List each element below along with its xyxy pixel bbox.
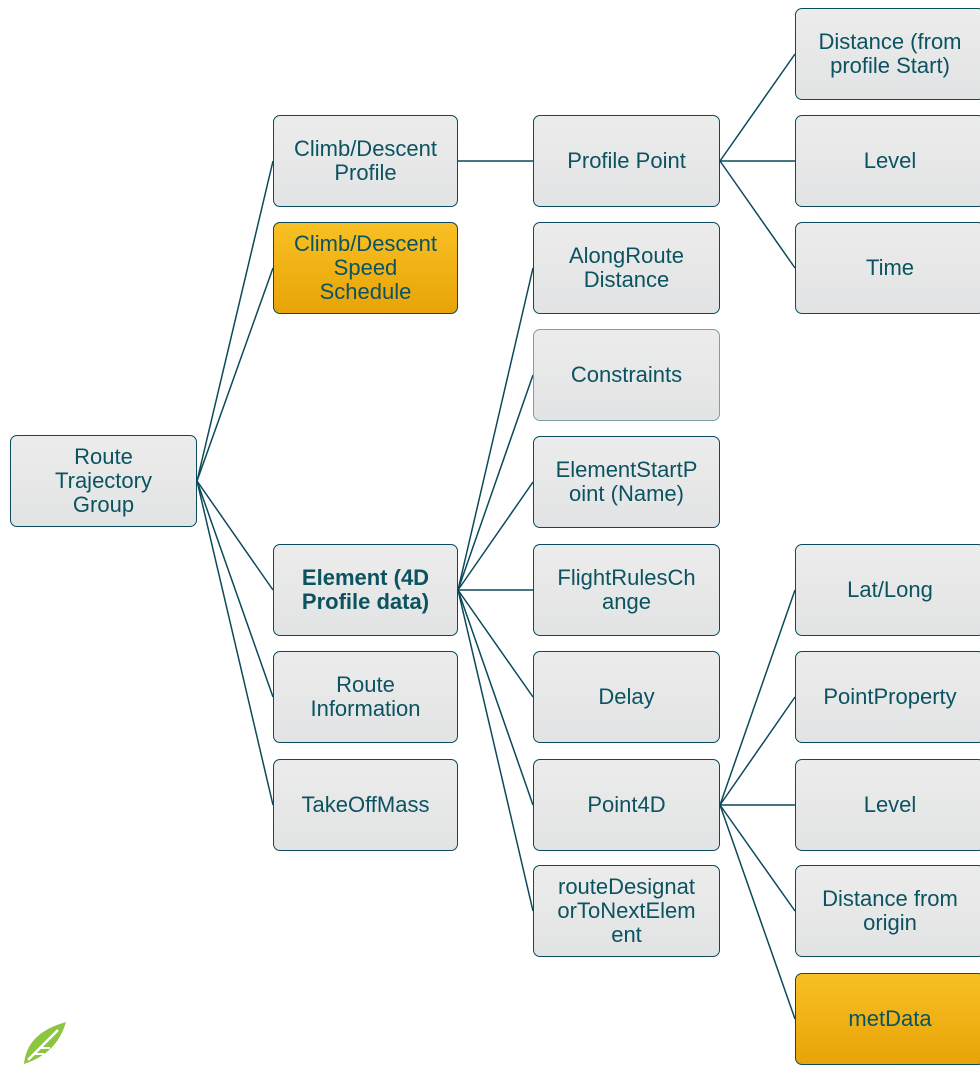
- node-label-lines: Time: [865, 255, 915, 280]
- node-climb-descent-profile: Climb/Descent ProfileClimb/DescentProfil…: [273, 115, 458, 207]
- connector-profile-point-to-distance-from-profile-start: [719, 53, 796, 162]
- connector-route-trajectory-group-to-climb-descent-profile: [196, 160, 274, 482]
- connector-route-trajectory-group-to-route-information: [196, 480, 274, 698]
- node-label-lines: metData: [848, 1006, 932, 1031]
- node-label-lines: PointProperty: [823, 684, 957, 709]
- node-lat-long: Lat/LongLat/Long: [795, 544, 980, 636]
- node-label-lines: Point4D: [587, 792, 666, 817]
- connector-element-4d-profile-data-to-point4d: [457, 589, 534, 806]
- node-point4d: Point4DPoint4D: [533, 759, 720, 851]
- connector-point4d-to-metdata: [719, 804, 796, 1020]
- connector-route-trajectory-group-to-climb-descent-speed-schedule: [196, 267, 274, 482]
- connector-element-4d-profile-data-to-routedesignatortonextelement: [457, 589, 534, 912]
- connector-point4d-to-lat-long: [719, 589, 796, 806]
- node-metdata: metDatametData: [795, 973, 980, 1065]
- node-takeoffmass: TakeOffMassTakeOffMass: [273, 759, 458, 851]
- connector-route-trajectory-group-to-element-4d-profile-data: [196, 480, 274, 591]
- node-constraints: ConstraintsConstraints: [533, 329, 720, 421]
- node-label-lines: Profile Point: [567, 148, 686, 173]
- node-routedesignatortonextelement: routeDesignat orToNextElem entrouteDesig…: [533, 865, 720, 957]
- connector-element-4d-profile-data-to-delay: [457, 589, 534, 698]
- node-label-lines: TakeOffMass: [301, 792, 430, 817]
- connector-point4d-to-distance-from-origin: [719, 804, 796, 912]
- node-profile-point: Profile PointProfile Point: [533, 115, 720, 207]
- connector-element-4d-profile-data-to-constraints: [457, 374, 534, 591]
- node-label-lines: Level: [863, 792, 917, 817]
- node-climb-descent-speed-schedule: Climb/Descent Speed ScheduleClimb/Descen…: [273, 222, 458, 314]
- node-delay: DelayDelay: [533, 651, 720, 743]
- node-elementstartpoint-name: ElementStartP oint (Name)ElementStartPoi…: [533, 436, 720, 528]
- connector-route-trajectory-group-to-takeoffmass: [196, 480, 274, 806]
- node-label-lines: Delay: [598, 684, 655, 709]
- node-route-trajectory-group: Route Trajectory GroupRouteTrajectoryGro…: [10, 435, 197, 527]
- node-alongroute-distance: AlongRoute DistanceAlongRouteDistance: [533, 222, 720, 314]
- node-label-lines: Constraints: [570, 362, 683, 387]
- node-element-4d-profile-data: Element (4D Profile data)Element (4DProf…: [273, 544, 458, 636]
- node-time: TimeTime: [795, 222, 980, 314]
- node-profile-level: LevelLevel: [795, 115, 980, 207]
- connector-profile-point-to-time: [719, 160, 796, 269]
- node-label-lines: Level: [863, 148, 917, 173]
- connector-element-4d-profile-data-to-elementstartpoint-name: [457, 481, 534, 591]
- node-point4d-level: LevelLevel: [795, 759, 980, 851]
- node-pointproperty: PointPropertyPointProperty: [795, 651, 980, 743]
- connector-element-4d-profile-data-to-alongroute-distance: [457, 267, 534, 591]
- connector-point4d-to-pointproperty: [719, 696, 796, 806]
- leaf-logo-icon: [20, 1020, 70, 1069]
- node-flightruleschange: FlightRulesCh angeFlightRulesChange: [533, 544, 720, 636]
- node-route-information: Route InformationRouteInformation: [273, 651, 458, 743]
- node-label-lines: Lat/Long: [847, 577, 933, 602]
- node-distance-from-profile-start: Distance (from profile Start)Distance (f…: [795, 8, 980, 100]
